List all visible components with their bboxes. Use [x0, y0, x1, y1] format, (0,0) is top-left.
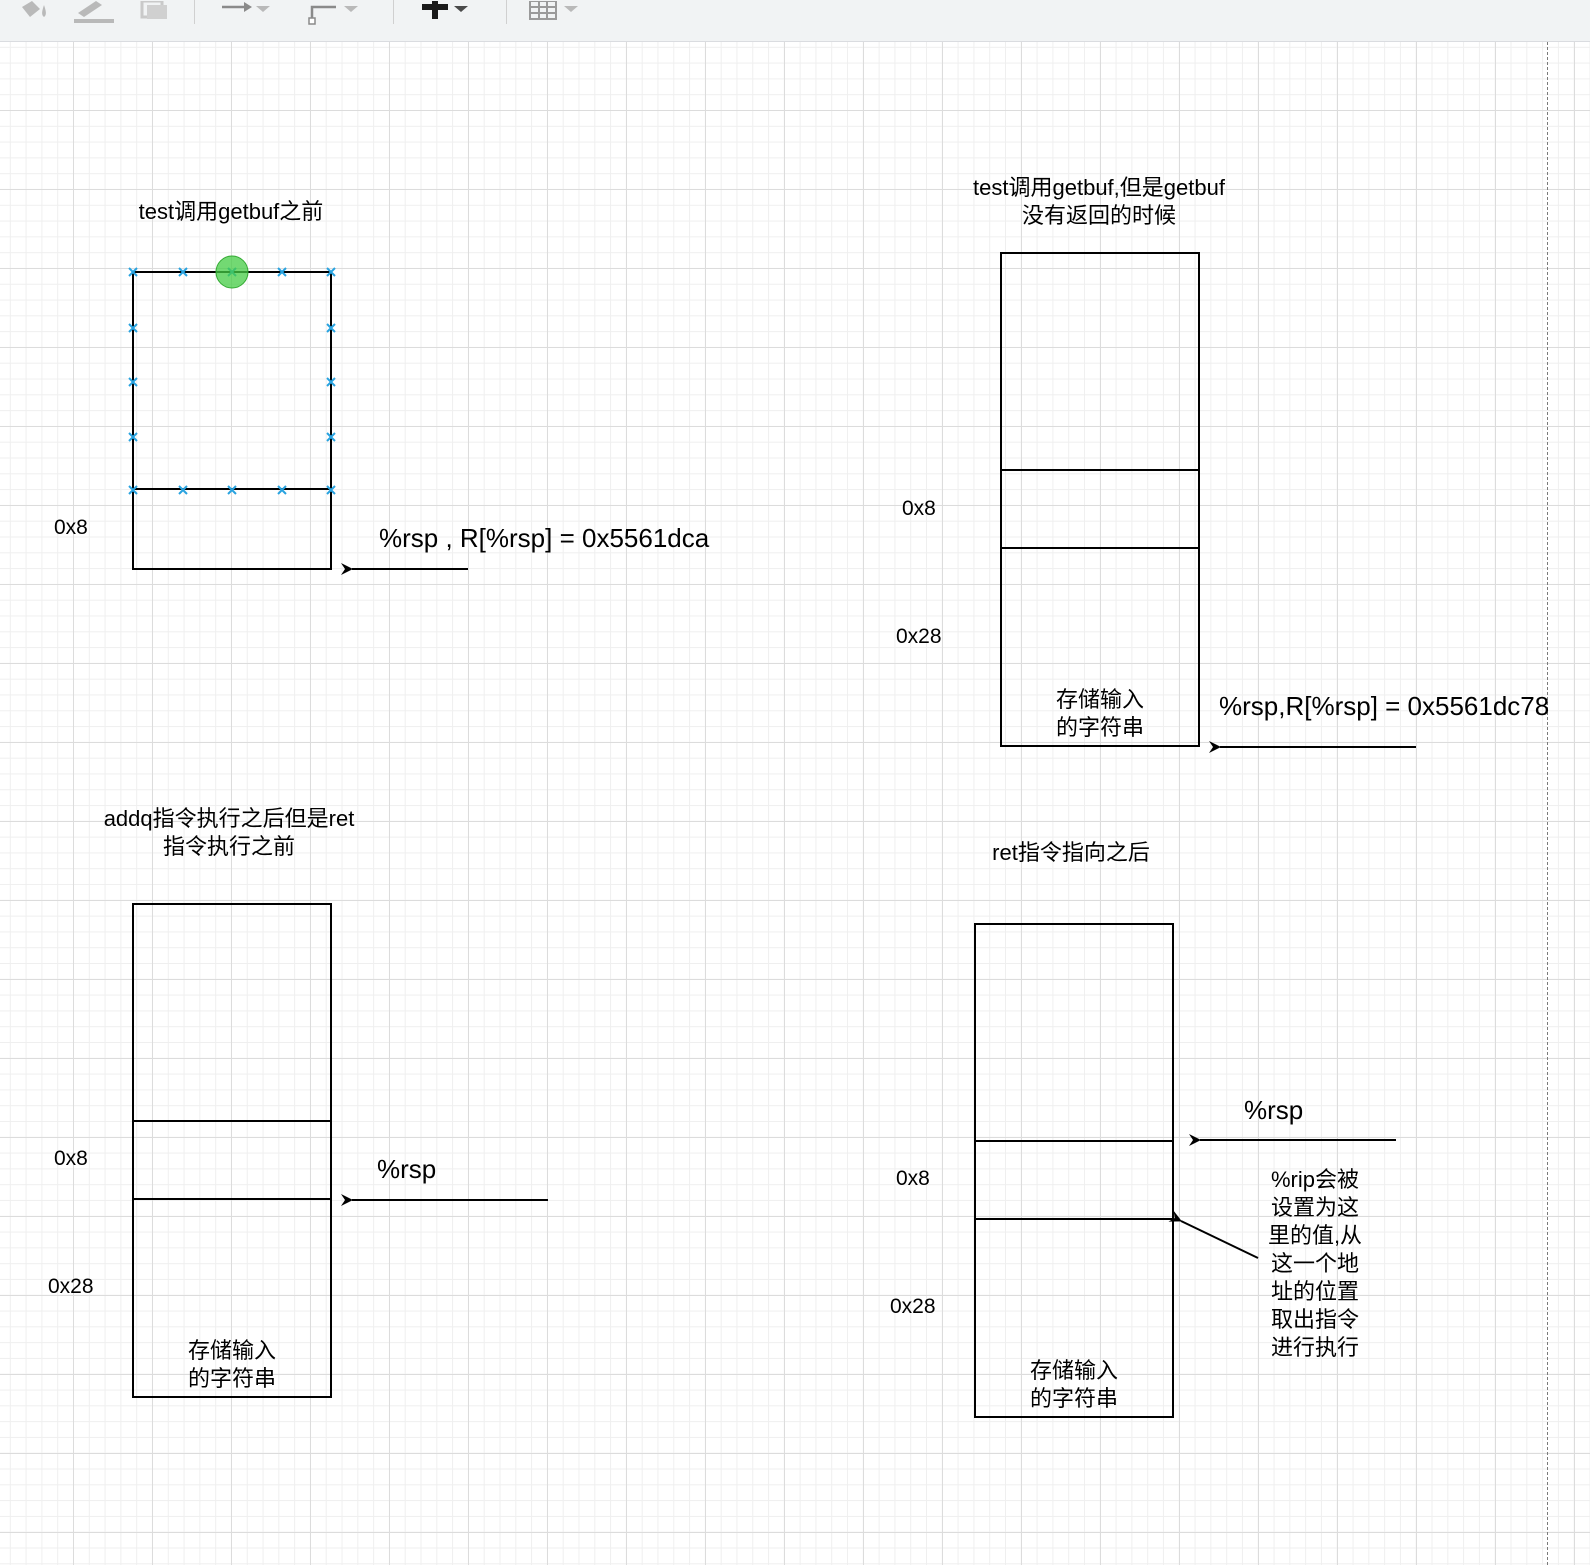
- pencil-icon: [72, 1, 116, 25]
- rip-note-line: 进行执行: [1270, 1335, 1359, 1360]
- offset-label: 0x28: [48, 1275, 94, 1298]
- stack-divider: [132, 488, 332, 490]
- elbow-connector-icon: [306, 1, 342, 25]
- panel-title: test调用getbuf之前: [138, 199, 324, 224]
- rip-note-line: 址的位置: [1270, 1279, 1359, 1304]
- stack-frame[interactable]: [132, 271, 332, 570]
- stack-cell-text-line2: 的字符串: [1029, 1386, 1118, 1411]
- page-boundary: [1547, 42, 1548, 1565]
- rip-note-line: 设置为这: [1270, 1195, 1359, 1220]
- stack-frame[interactable]: [974, 923, 1174, 1418]
- offset-label: 0x8: [902, 497, 936, 520]
- rsp-label: %rsp: [377, 1154, 437, 1184]
- paint-bucket-icon: [18, 1, 52, 25]
- offset-label: 0x8: [54, 1147, 88, 1170]
- offset-label: 0x8: [54, 516, 88, 539]
- offset-label: 0x28: [896, 625, 942, 648]
- rsp-label: %rsp , R[%rsp] = 0x5561dca: [379, 523, 710, 553]
- stack-cell-text-line2: 的字符串: [1055, 715, 1144, 740]
- stack-divider: [974, 1218, 1174, 1220]
- rip-note-line: 取出指令: [1270, 1307, 1359, 1332]
- stack-divider: [1000, 469, 1200, 471]
- stack-divider: [1000, 547, 1200, 549]
- arrow-right-icon: [218, 1, 254, 25]
- stack-cell-text-line1: 存储输入: [187, 1338, 276, 1363]
- chevron-down-icon: [342, 1, 360, 25]
- chevron-down-icon: [562, 1, 580, 25]
- line-color-button[interactable]: [72, 0, 116, 26]
- panel-title-line1: test调用getbuf,但是getbuf: [973, 175, 1225, 200]
- stack-frame[interactable]: [1000, 252, 1200, 747]
- panel-title-line2: 没有返回的时候: [1021, 203, 1176, 228]
- panel-title-line1: addq指令执行之后但是ret: [103, 806, 355, 831]
- waypoints-button[interactable]: [306, 0, 360, 26]
- panel-title-line2: 指令执行之前: [162, 834, 295, 859]
- toolbar-separator: [506, 0, 507, 24]
- rsp-label: %rsp,R[%rsp] = 0x5561dc78: [1219, 691, 1550, 721]
- rip-note-line: 这一个地: [1270, 1251, 1359, 1276]
- connection-style-button[interactable]: [218, 0, 272, 26]
- stack-divider: [974, 1140, 1174, 1142]
- toolbar-separator: [194, 0, 195, 24]
- toolbar: [0, 0, 1590, 42]
- chevron-down-icon: [254, 1, 272, 25]
- stack-divider: [132, 1120, 332, 1122]
- offset-label: 0x8: [896, 1167, 930, 1190]
- plus-icon: [418, 1, 452, 25]
- rip-note-line: 里的值,从: [1267, 1223, 1363, 1248]
- panel-title: ret指令指向之后: [992, 840, 1150, 865]
- diagram-canvas[interactable]: [0, 42, 1590, 1565]
- stack-cell-text-line1: 存储输入: [1029, 1358, 1118, 1383]
- shadow-button[interactable]: [138, 0, 172, 26]
- rsp-label: %rsp: [1244, 1095, 1304, 1125]
- rip-note: %rip会被 设置为这 里的值,从 这一个地 址的位置 取出指令 进行执行: [1250, 1166, 1380, 1362]
- chevron-down-icon: [452, 1, 470, 25]
- shadow-icon: [138, 1, 172, 25]
- stack-cell-text-line2: 的字符串: [187, 1366, 276, 1391]
- table-button[interactable]: [528, 0, 580, 26]
- fill-color-button[interactable]: [18, 0, 52, 26]
- insert-button[interactable]: [418, 0, 470, 26]
- table-icon: [528, 1, 562, 25]
- offset-label: 0x28: [890, 1295, 936, 1318]
- rip-note-line: %rip会被: [1270, 1167, 1359, 1192]
- stack-divider: [132, 1198, 332, 1200]
- stack-cell-text-line1: 存储输入: [1055, 687, 1144, 712]
- stack-frame[interactable]: [132, 903, 332, 1398]
- toolbar-separator: [393, 0, 394, 24]
